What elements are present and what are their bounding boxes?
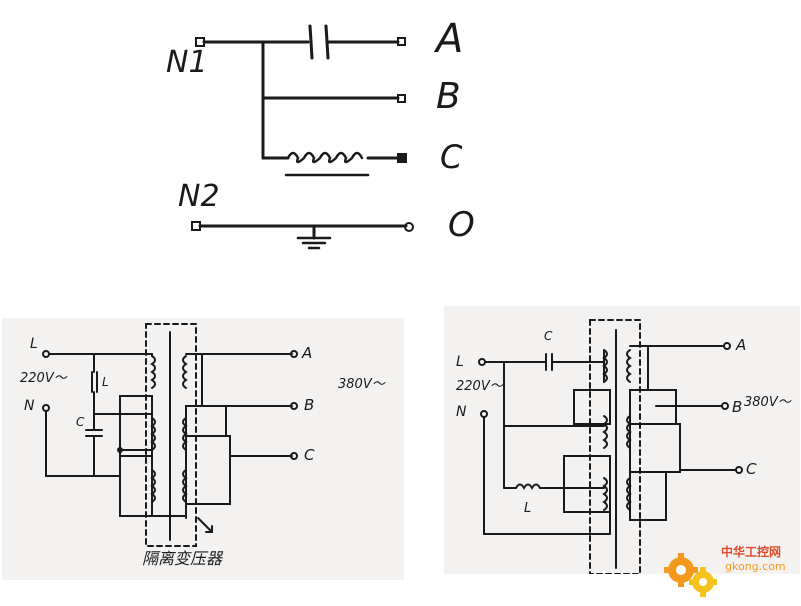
primary-coil	[602, 477, 608, 511]
label-cap-c: C	[544, 329, 553, 343]
primary-coil	[602, 415, 608, 449]
label-220v: 220V～	[20, 371, 68, 386]
b-terminal	[397, 94, 406, 103]
label-n: N	[24, 398, 35, 414]
label-c: C	[440, 138, 463, 176]
label-a: A	[433, 16, 463, 62]
label-380v: 380V～	[744, 395, 792, 410]
inductor-l	[515, 483, 541, 491]
label-cap-c: C	[76, 415, 85, 429]
label-c: C	[746, 460, 757, 478]
a-terminal	[397, 37, 406, 46]
label-c: C	[304, 446, 315, 464]
o-terminal	[404, 222, 414, 232]
c-terminal	[397, 153, 407, 163]
label-l: L	[456, 354, 464, 370]
left-circuit-diagram: L 220V～ N L C A B C 380V～ 隔离变压器	[20, 323, 386, 568]
label-220v: 220V～	[456, 379, 504, 394]
label-b: B	[732, 398, 742, 416]
label-b: B	[304, 396, 314, 414]
label-a: A	[735, 336, 746, 354]
top-circuit-diagram: N1 N2 A B C O	[166, 16, 475, 250]
secondary-coil	[626, 349, 632, 383]
watermark-site-url: gkong.com	[725, 560, 786, 573]
gear-logo-icon: 中华工控网 gkong.com	[664, 544, 786, 597]
primary-coil	[150, 355, 156, 389]
secondary-coil	[182, 355, 188, 389]
label-380v: 380V～	[338, 377, 386, 392]
label-n1: N1	[166, 45, 208, 80]
watermark-site-cn: 中华工控网	[721, 544, 781, 559]
isolation-transformer-box	[589, 319, 641, 574]
label-coil-l: L	[524, 501, 531, 516]
label-coil-l: L	[102, 375, 109, 389]
inductor-coil	[286, 151, 364, 164]
capacitor-plate	[308, 24, 314, 60]
label-n2: N2	[178, 179, 220, 214]
caption-arrow	[197, 517, 213, 533]
label-n: N	[456, 404, 467, 420]
caption-isolation-transformer: 隔离变压器	[142, 549, 224, 568]
label-a: A	[301, 344, 312, 362]
label-b: B	[436, 76, 461, 117]
label-o: O	[448, 205, 475, 245]
gkong-watermark: 中华工控网 gkong.com	[663, 536, 793, 598]
right-circuit-diagram: L 220V～ N C L A B 380V～ C	[456, 319, 792, 574]
label-l: L	[30, 336, 38, 352]
